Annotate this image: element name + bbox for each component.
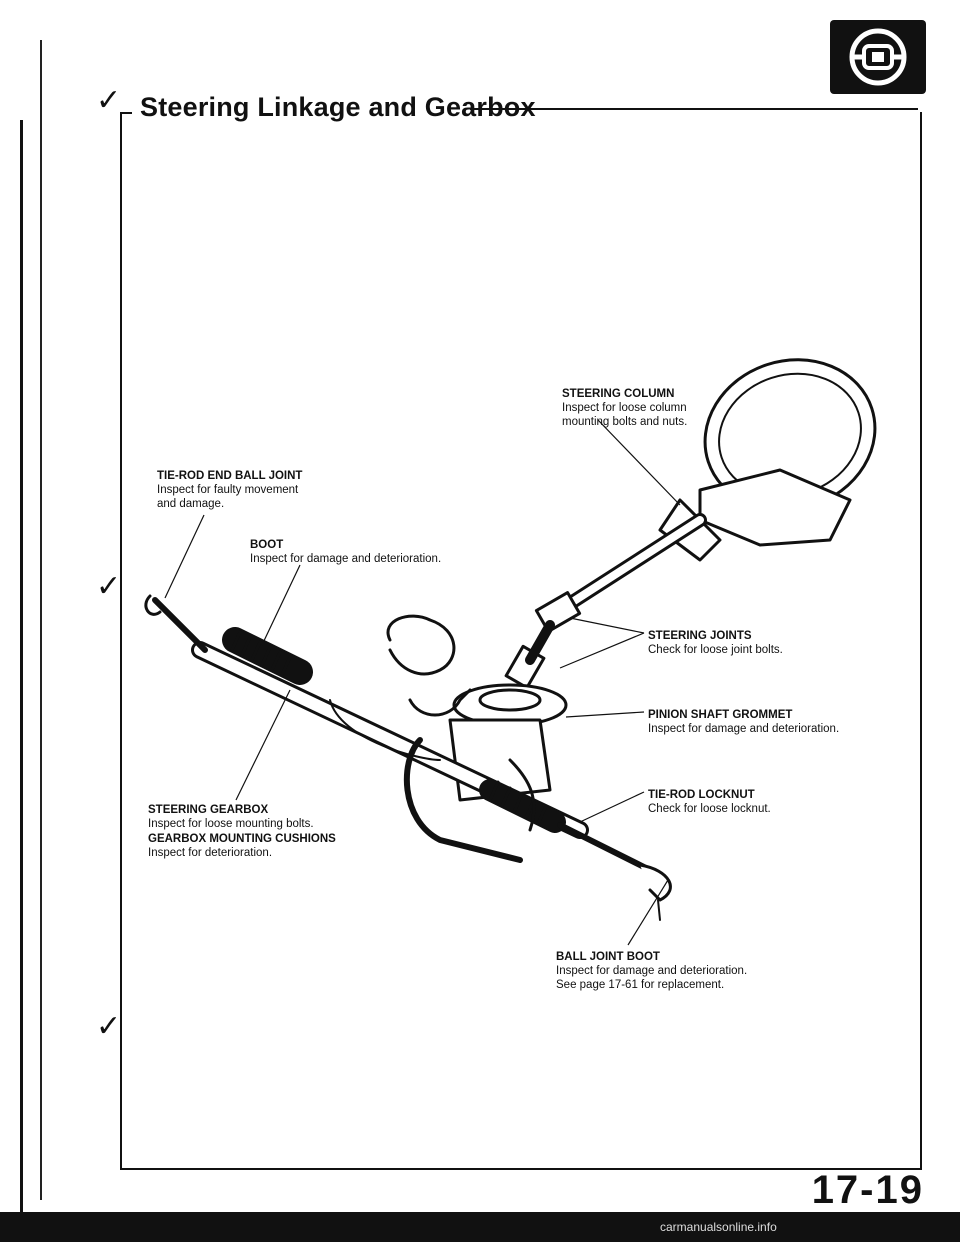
label-steering-gearbox: STEERING GEARBOX Inspect for loose mount…: [148, 804, 314, 830]
gearbox-mounting-cushion: [403, 737, 523, 863]
leader-steering-column: [597, 419, 681, 506]
leader-ball-joint-boot: [627, 879, 669, 946]
pressure-hose-loop: [386, 614, 456, 676]
check-mark-icon: ✓: [96, 84, 122, 117]
boot-right: [479, 779, 566, 833]
leader-tie-rod-ball-joint: [164, 514, 205, 599]
tie-rod-end-right: [638, 863, 672, 902]
label-ball-joint-boot: BALL JOINT BOOT Inspect for damage and d…: [556, 951, 748, 991]
label-boot: BOOT Inspect for damage and deterioratio…: [250, 539, 442, 565]
binding-edge-line-inner: [40, 40, 42, 1200]
footer-watermark[interactable]: carmanualsonline.info: [660, 1220, 777, 1234]
label-steering-column: STEERING COLUMN Inspect for loose column…: [562, 388, 688, 428]
leader-tie-rod-locknut: [579, 791, 645, 823]
label-steering-joints: STEERING JOINTS Check for loose joint bo…: [648, 630, 783, 656]
steering-column-housing: [698, 468, 852, 547]
leader-boot: [261, 564, 301, 646]
leader-steering-joints-2: [559, 632, 645, 669]
check-mark-icon: ✓: [96, 570, 122, 603]
label-pinion-grommet: PINION SHAFT GROMMET Inspect for damage …: [648, 709, 840, 735]
leader-steering-joints-1: [569, 617, 645, 634]
intermediate-shaft: [525, 620, 555, 665]
footer-band: carmanualsonline.info: [0, 1212, 960, 1242]
tie-rod-right: [557, 822, 653, 873]
leader-pinion-grommet: [565, 711, 645, 718]
binding-edge-line: [20, 120, 23, 1220]
label-tie-rod-ball-joint: TIE-ROD END BALL JOINT Inspect for fault…: [157, 470, 303, 510]
title-rule: [470, 108, 918, 110]
page-title: Steering Linkage and Gearbox: [140, 92, 536, 122]
label-tie-rod-locknut: TIE-ROD LOCKNUT Check for loose locknut.: [648, 789, 771, 815]
label-gearbox-cushions: GEARBOX MOUNTING CUSHIONS Inspect for de…: [148, 833, 336, 859]
check-mark-icon: ✓: [96, 1010, 122, 1043]
boot-left: [222, 627, 313, 685]
page-number: 17-19: [811, 1168, 924, 1212]
tie-rod-left: [152, 597, 208, 653]
leader-steering-gearbox: [235, 689, 291, 801]
content-frame: [120, 112, 922, 1170]
steering-wheel-icon: [830, 20, 926, 94]
frame-corner: [120, 112, 132, 114]
tie-rod-end-left: [144, 594, 162, 616]
